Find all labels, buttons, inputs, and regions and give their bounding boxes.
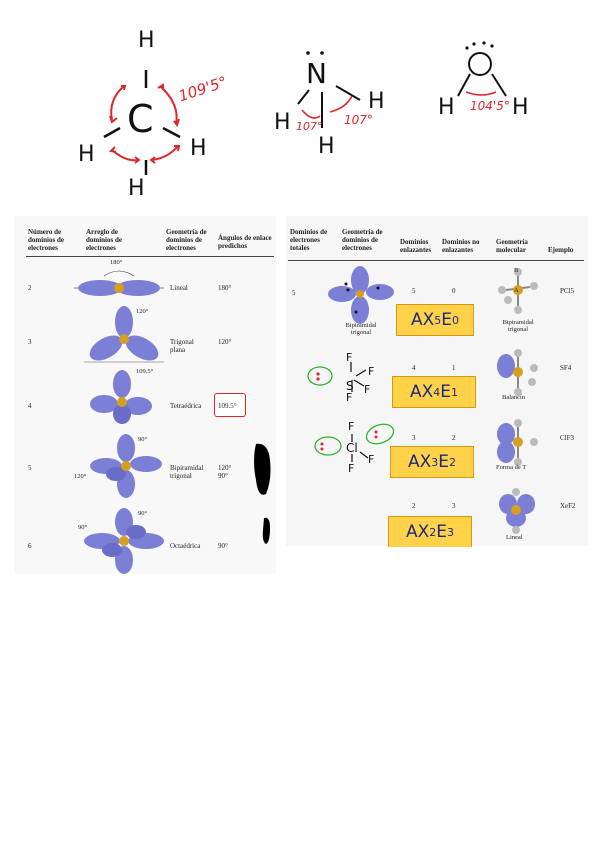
row-4-num: 4 xyxy=(28,402,32,410)
tetrahedral-angle-label: 109.5° xyxy=(136,368,154,375)
row-5-angles: 120° 90° xyxy=(218,464,232,480)
water-h-right: H xyxy=(512,95,529,120)
sf4-f-right: F xyxy=(368,365,375,378)
bipyramidal-figure xyxy=(90,434,162,498)
clf3-sketch xyxy=(314,423,395,462)
octahedral-figure xyxy=(84,508,164,574)
bipyramidal-angle-label: 90° xyxy=(138,436,148,443)
header-total-domains: Dominios de electrones totales xyxy=(290,228,328,252)
r2-bonding: 4 xyxy=(412,364,416,372)
row-2-num: 2 xyxy=(28,284,32,292)
domain-geometry-label: Bipiramidal trigonal xyxy=(345,322,377,336)
linear-angle-label: 180° xyxy=(110,259,123,266)
row-2-angles: 180° xyxy=(218,284,232,292)
r3-molecular: Forma de T xyxy=(496,464,527,471)
r3-bonding: 3 xyxy=(412,434,416,442)
domain-geometry-figure xyxy=(328,266,394,324)
ammonia-angle-left: 107° xyxy=(296,120,323,133)
row-5-num: 5 xyxy=(28,464,32,472)
trigonal-figure xyxy=(84,306,164,363)
header-bonding: Dominios enlazantes xyxy=(400,238,432,254)
electron-domain-table: Número de dominios de electrones Arreglo… xyxy=(14,216,276,574)
r4-example: XeF2 xyxy=(560,502,576,510)
r1-molecular: Bipiramidal trigonal xyxy=(502,319,534,333)
tetrahedral-figure xyxy=(90,370,152,424)
r4-nonbonding: 3 xyxy=(452,502,456,510)
linear-figure xyxy=(74,270,164,296)
r3-example: ClF3 xyxy=(560,434,575,442)
ammonia-h-bottom: H xyxy=(318,134,335,159)
row-3-num: 3 xyxy=(28,338,32,346)
r1-atom-a: A xyxy=(514,287,519,294)
octahedral-angle-label-2: 90° xyxy=(78,524,88,531)
r2-nonbonding: 1 xyxy=(452,364,456,372)
methane-h-top: H xyxy=(138,28,155,53)
r2-molecular: Balancín xyxy=(502,394,526,401)
sf4-f-right2: F xyxy=(364,383,371,396)
r1-nonbonding: 0 xyxy=(452,287,456,295)
trigonal-angle-label: 120° xyxy=(136,308,149,315)
header-geometry: Geometría de dominios de electrones xyxy=(166,228,207,252)
r4-molecule-figure xyxy=(499,488,535,534)
octahedral-angle-label: 90° xyxy=(138,510,148,517)
row-4-geometry: Tetraédrica xyxy=(170,402,202,410)
header-molecular: Geometría molecular xyxy=(496,238,528,254)
row-4-angles: 109.5° xyxy=(218,402,237,410)
ammonia-nitrogen: N xyxy=(306,57,327,90)
row-6-geometry: Octaédrica xyxy=(170,542,201,550)
clf3-f-bottom: F xyxy=(348,462,355,475)
water-h-left: H xyxy=(438,95,455,120)
methane-h-bottom: H xyxy=(128,176,145,201)
sf4-f-bottom: F xyxy=(346,391,353,404)
row-2-geometry: Lineal xyxy=(170,284,188,292)
header-nonbonding: Dominios no enlazantes xyxy=(442,238,480,254)
handwritten-sketches xyxy=(103,41,507,175)
row-5-geometry: Bipiramidal trigonal xyxy=(170,464,204,480)
r1-atom-b: B xyxy=(514,267,519,274)
header-rule xyxy=(26,256,274,257)
methane-carbon: C xyxy=(127,97,154,141)
header-angles: Ángulos de enlace predichos xyxy=(218,234,272,250)
r2-molecule-figure xyxy=(497,349,538,396)
header-domain-geometry: Geometría de dominios de electrones xyxy=(342,228,383,252)
methane-h-right: H xyxy=(190,136,207,161)
row-3-angles: 120° xyxy=(218,338,232,346)
sf4-f-top: F xyxy=(346,351,353,364)
row-6-num: 6 xyxy=(28,542,32,550)
highlight-box xyxy=(214,393,246,417)
sf4-sketch xyxy=(307,362,367,392)
r4-molecular: Lineal xyxy=(506,534,523,541)
r3-molecule-figure xyxy=(497,419,538,466)
r1-molecule-figure xyxy=(498,268,538,314)
header-rule-right xyxy=(288,260,584,261)
header-example: Ejemplo xyxy=(548,246,574,254)
r3-nonbonding: 2 xyxy=(452,434,456,442)
sf4-center: S xyxy=(346,379,354,393)
r1-example: PCl5 xyxy=(560,287,575,295)
clf3-center: Cl xyxy=(346,441,358,455)
ammonia-h-left: H xyxy=(274,110,291,135)
header-num-domains: Número de dominios de electrones xyxy=(28,228,64,252)
row-3-geometry: Trigonal plana xyxy=(170,338,194,354)
clf3-f-top: F xyxy=(348,420,355,433)
clf3-f-right: F xyxy=(368,453,375,466)
bipyramidal-angle-label-2: 120° xyxy=(74,473,87,480)
total-domains-value: 5 xyxy=(292,289,296,297)
row-6-angles: 90° xyxy=(218,542,228,550)
r2-example: SF4 xyxy=(560,364,572,372)
marker-blots xyxy=(254,443,271,544)
ammonia-h-right: H xyxy=(368,89,385,114)
ammonia-angle-right: 107° xyxy=(344,113,373,127)
r4-bonding: 2 xyxy=(412,502,416,510)
methane-h-left: H xyxy=(78,142,95,167)
header-arrangement: Arreglo de dominios de electrones xyxy=(86,228,122,252)
water-angle: 104'5° xyxy=(470,99,510,113)
molecular-geometry-table: Dominios de electrones totales Geometría… xyxy=(286,216,588,547)
r1-bonding: 5 xyxy=(412,287,416,295)
